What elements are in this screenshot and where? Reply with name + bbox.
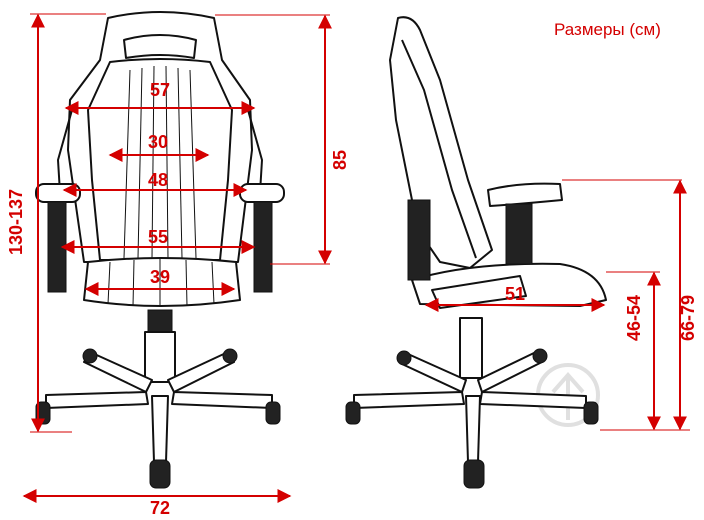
- front-view-chair: [35, 11, 285, 489]
- seat-width-inner-label: 39: [150, 267, 170, 287]
- seat-depth-label: 51: [505, 284, 525, 304]
- base-width-label: 72: [150, 498, 170, 518]
- seat-width-back-label: 55: [148, 227, 168, 247]
- armrest-height-label: 66-79: [678, 295, 698, 341]
- backrest-height-label: 85: [330, 150, 350, 170]
- side-view-chair: [345, 16, 607, 489]
- total-height-label: 130-137: [6, 189, 26, 255]
- backrest-width-label: 57: [150, 80, 170, 100]
- armrest-spacing-label: 48: [148, 170, 168, 190]
- lumbar-width-label: 30: [148, 132, 168, 152]
- seat-height-label: 46-54: [624, 295, 644, 341]
- dimensions-title: Размеры (см): [554, 20, 661, 39]
